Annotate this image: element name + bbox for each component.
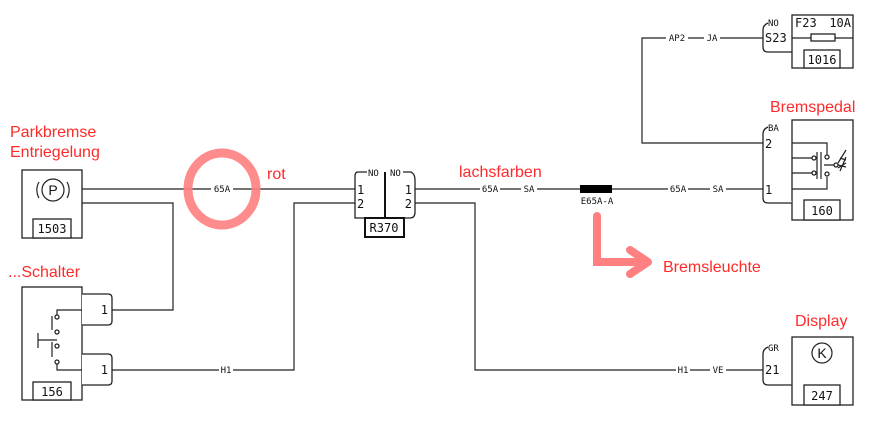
brake-switch-icon xyxy=(792,142,847,190)
wire-h1-right xyxy=(415,202,763,371)
component-id: 247 xyxy=(811,389,833,403)
wire-ap2 xyxy=(641,37,763,144)
arrow-icon xyxy=(593,212,644,266)
annotation-bremspedal: Bremspedal xyxy=(770,99,855,116)
display-symbol: K xyxy=(817,345,827,361)
pin-label: 2 xyxy=(357,197,364,211)
pin-label: 2 xyxy=(405,197,412,211)
annotation-display: Display xyxy=(795,313,847,330)
connector-r370: NO NO 1 2 1 2 R370 xyxy=(354,169,416,238)
component-id: 1016 xyxy=(808,53,837,67)
component-1016: NO S23 F23 10A 1016 xyxy=(762,14,854,69)
wire-label: 65A xyxy=(482,185,499,195)
header-label: NO xyxy=(390,169,401,179)
component-247: GR 21 K 247 xyxy=(762,336,854,406)
component-id: 156 xyxy=(41,385,63,399)
wire-label: JA xyxy=(707,34,718,44)
component-156: 1 1 156 xyxy=(21,286,113,401)
fuse-icon xyxy=(810,33,836,42)
annotation-entriegelung: Entriegelung xyxy=(10,144,100,161)
annotation-parkbremse: Parkbremse xyxy=(10,124,96,141)
wire-label: SA xyxy=(524,185,535,195)
markup: Parkbremse Entriegelung rot lachsfarben … xyxy=(8,99,855,330)
header-label: BA xyxy=(768,124,779,134)
wire-labels: 65A H1 65A SA E65A-A 65A SA AP2 JA H1 VE xyxy=(211,32,726,376)
fuse-label: F23 xyxy=(795,16,817,30)
header-label: NO xyxy=(368,169,379,179)
pin-label: 1 xyxy=(405,183,412,197)
highlight-circle xyxy=(183,148,261,230)
annotation-bremsleuchte: Bremsleuchte xyxy=(663,259,761,276)
pin-label: 1 xyxy=(101,363,108,377)
connector-label: S23 xyxy=(765,31,787,45)
annotation-rot: rot xyxy=(267,166,286,183)
pin-label: 21 xyxy=(765,363,779,377)
wire-label: AP2 xyxy=(669,34,685,44)
header-label: NO xyxy=(768,19,779,29)
wires xyxy=(82,37,763,371)
splice-label: E65A-A xyxy=(581,197,614,207)
wire-label: H1 xyxy=(221,366,232,376)
fuse-rating: 10A xyxy=(829,16,851,30)
wire-label: 65A xyxy=(214,185,231,195)
wire-label: VE xyxy=(713,366,724,376)
annotation-lachsfarben: lachsfarben xyxy=(459,164,542,181)
pin-label: 1 xyxy=(101,303,108,317)
header-label: GR xyxy=(768,344,779,354)
wire-label: SA xyxy=(713,185,724,195)
wire-h1-left xyxy=(112,202,355,371)
pin-label: 1 xyxy=(357,183,364,197)
component-160: BA 2 1 160 xyxy=(762,119,854,221)
component-id: 160 xyxy=(811,204,833,218)
splice-marker xyxy=(580,185,612,193)
pin-label: 1 xyxy=(765,183,772,197)
wire-label: 65A xyxy=(670,185,687,195)
component-1503: P 1503 xyxy=(21,169,83,239)
parking-brake-symbol: P xyxy=(48,182,57,198)
switch-icon xyxy=(37,309,82,371)
component-id: R370 xyxy=(370,221,399,235)
parking-brake-icon xyxy=(41,178,65,202)
annotation-schalter: ...Schalter xyxy=(8,264,81,281)
display-symbol-icon xyxy=(811,342,833,364)
wire-1503-to-156 xyxy=(82,202,174,311)
component-id: 1503 xyxy=(38,222,67,236)
wire-label: H1 xyxy=(678,366,689,376)
pin-label: 2 xyxy=(765,137,772,151)
